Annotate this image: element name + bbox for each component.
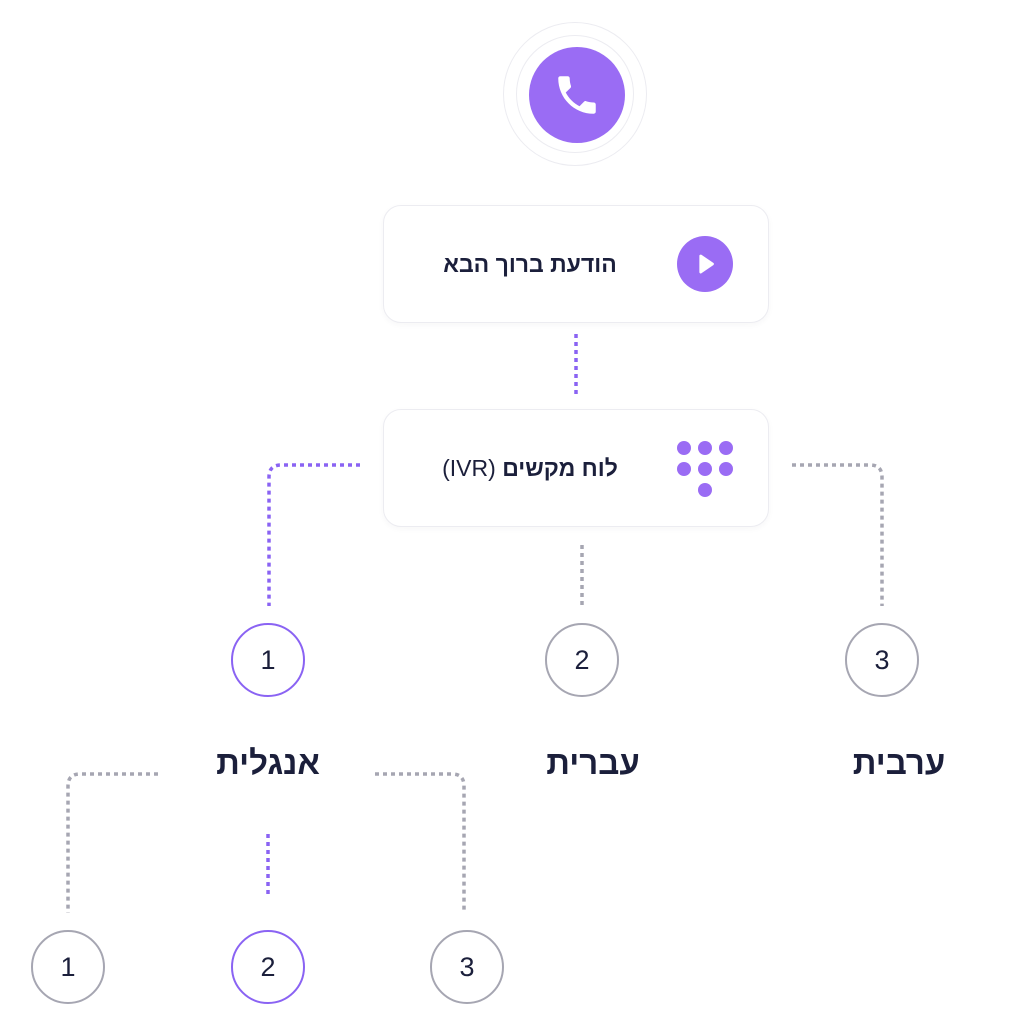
sub-option-3-circle[interactable]: 3 [430, 930, 504, 1004]
connector-ivr-option-1 [267, 463, 360, 606]
ivr-menu-label: לוח מקשים (IVR) [420, 410, 640, 526]
ivr-menu-suffix: (IVR) [442, 454, 496, 481]
play-icon [699, 254, 714, 274]
welcome-message-label: הודעת ברוך הבא [443, 250, 617, 277]
phone-ring-outer [503, 22, 647, 166]
ivr-menu-card[interactable]: לוח מקשים (IVR) [383, 409, 769, 527]
ivr-menu-title: לוח מקשים [502, 454, 618, 481]
option-3-label: ערבית [852, 744, 946, 781]
sub-option-2-circle[interactable]: 2 [231, 930, 305, 1004]
play-button[interactable] [677, 236, 733, 292]
connector-sub-option-3 [375, 772, 466, 913]
option-3-circle[interactable]: 3 [845, 623, 919, 697]
phone-ring-inner [516, 35, 634, 153]
connector-ivr-option-3 [792, 463, 884, 606]
phone-node [529, 47, 625, 143]
option-1-circle[interactable]: 1 [231, 623, 305, 697]
keypad-icon [669, 438, 735, 498]
option-2-circle[interactable]: 2 [545, 623, 619, 697]
option-2-label: עברית [546, 744, 640, 781]
phone-icon [558, 76, 596, 114]
connector-sub-option-1 [66, 772, 158, 913]
sub-option-1-circle[interactable]: 1 [31, 930, 105, 1004]
option-1-label: אנגלית [216, 744, 320, 781]
welcome-message-card[interactable]: הודעת ברוך הבא [383, 205, 769, 323]
